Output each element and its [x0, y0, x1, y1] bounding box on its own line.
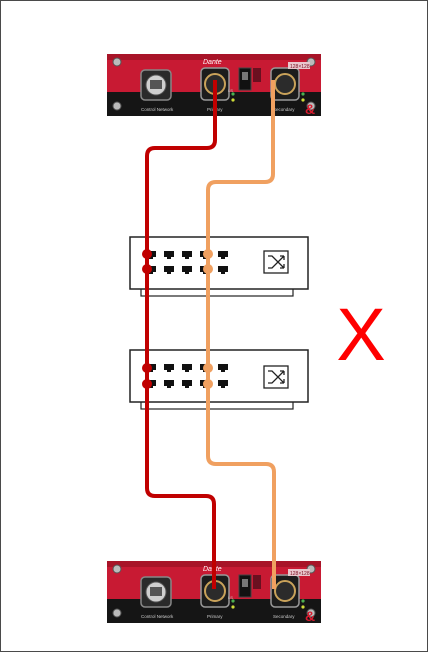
primary-cable-switch-connections	[142, 249, 152, 389]
bottom-card-primary-label: Primary	[207, 614, 223, 619]
bottom-card-badge: 128×128	[290, 571, 310, 577]
switch-2-crossed-arrows-icon	[263, 365, 289, 389]
bottom-card-logo-mark: &	[305, 608, 315, 624]
top-card-logo-mark: &	[305, 101, 315, 117]
top-card-brand: Dante	[203, 59, 222, 66]
bottom-card-secondary-label: Secondary	[273, 614, 295, 619]
bottom-card-led-label: LS	[228, 595, 233, 600]
primary-cable	[145, 80, 217, 589]
network-switch-1	[129, 236, 309, 297]
top-card-secondary-label: Secondary	[273, 107, 295, 112]
network-switch-2	[129, 349, 309, 410]
bottom-card-network-label: Control Network	[141, 614, 174, 619]
top-card-led-label: LS	[228, 88, 233, 93]
switch-1-crossed-arrows-icon	[263, 250, 289, 274]
secondary-cable	[206, 80, 276, 589]
top-card-network-label: Control Network	[141, 107, 174, 112]
secondary-cable-switch-connections	[203, 249, 213, 389]
incorrect-setup-mark: X	[336, 293, 385, 376]
top-card-badge: 128×128	[290, 64, 310, 70]
